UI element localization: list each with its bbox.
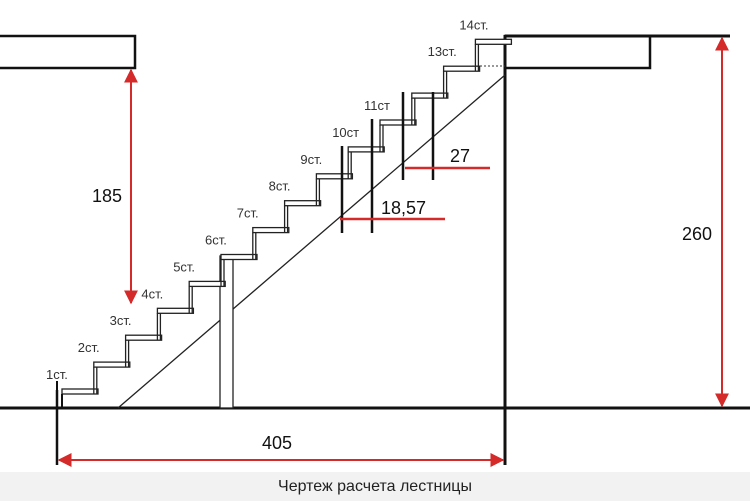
step-tread bbox=[61, 388, 99, 395]
step-riser bbox=[283, 205, 289, 233]
step-riser bbox=[124, 340, 130, 368]
stringer-line bbox=[117, 74, 506, 409]
step-label: 5ст. bbox=[173, 259, 195, 274]
step-riser bbox=[315, 178, 321, 206]
step-riser bbox=[188, 286, 193, 314]
step-tread bbox=[347, 146, 385, 153]
upper-slab-right bbox=[503, 34, 652, 70]
dim-1857-label: 18,57 bbox=[381, 198, 426, 218]
step-tread bbox=[252, 226, 290, 234]
step-label: 4ст. bbox=[141, 286, 163, 301]
dim-185-label: 185 bbox=[92, 186, 122, 206]
step-riser bbox=[56, 381, 63, 408]
dim-27-label: 27 bbox=[450, 146, 470, 166]
step-riser bbox=[252, 232, 257, 260]
step-riser bbox=[220, 259, 225, 287]
step-label: 14ст. bbox=[459, 17, 488, 32]
step-riser bbox=[379, 125, 384, 152]
step-label: 13ст. bbox=[428, 44, 457, 59]
step-tread bbox=[474, 38, 513, 45]
step-label: 10ст bbox=[332, 125, 359, 140]
upper-slab-left bbox=[0, 34, 137, 70]
step-label: 3ст. bbox=[110, 313, 132, 328]
step-tread bbox=[442, 65, 481, 72]
step-label: 11ст bbox=[364, 98, 390, 113]
step-tread bbox=[411, 92, 449, 99]
step-label: 1ст. bbox=[46, 367, 68, 382]
step-label: 9ст. bbox=[300, 152, 322, 167]
step-riser bbox=[347, 151, 352, 179]
step-tread bbox=[188, 280, 226, 288]
step-tread bbox=[220, 253, 258, 261]
caption: Чертеж расчета лестницы bbox=[0, 472, 750, 501]
support-post bbox=[219, 255, 234, 409]
dim-405-label: 405 bbox=[262, 433, 292, 453]
step-tread bbox=[124, 334, 163, 341]
step-tread bbox=[379, 119, 417, 126]
step-riser bbox=[156, 313, 162, 341]
step-label: 8ст. bbox=[269, 179, 291, 194]
step-label: 2ст. bbox=[78, 340, 100, 355]
step-tread bbox=[156, 307, 195, 314]
step-tread bbox=[283, 200, 322, 207]
dim-260-label: 260 bbox=[682, 224, 712, 244]
step-riser bbox=[411, 98, 416, 125]
step-riser bbox=[442, 71, 448, 99]
step-label: 7ст. bbox=[237, 206, 259, 221]
step-tread bbox=[93, 361, 131, 368]
step-label: 6ст. bbox=[205, 233, 227, 248]
step-riser bbox=[93, 367, 98, 394]
step-tread bbox=[315, 173, 354, 180]
step-riser bbox=[474, 44, 480, 72]
